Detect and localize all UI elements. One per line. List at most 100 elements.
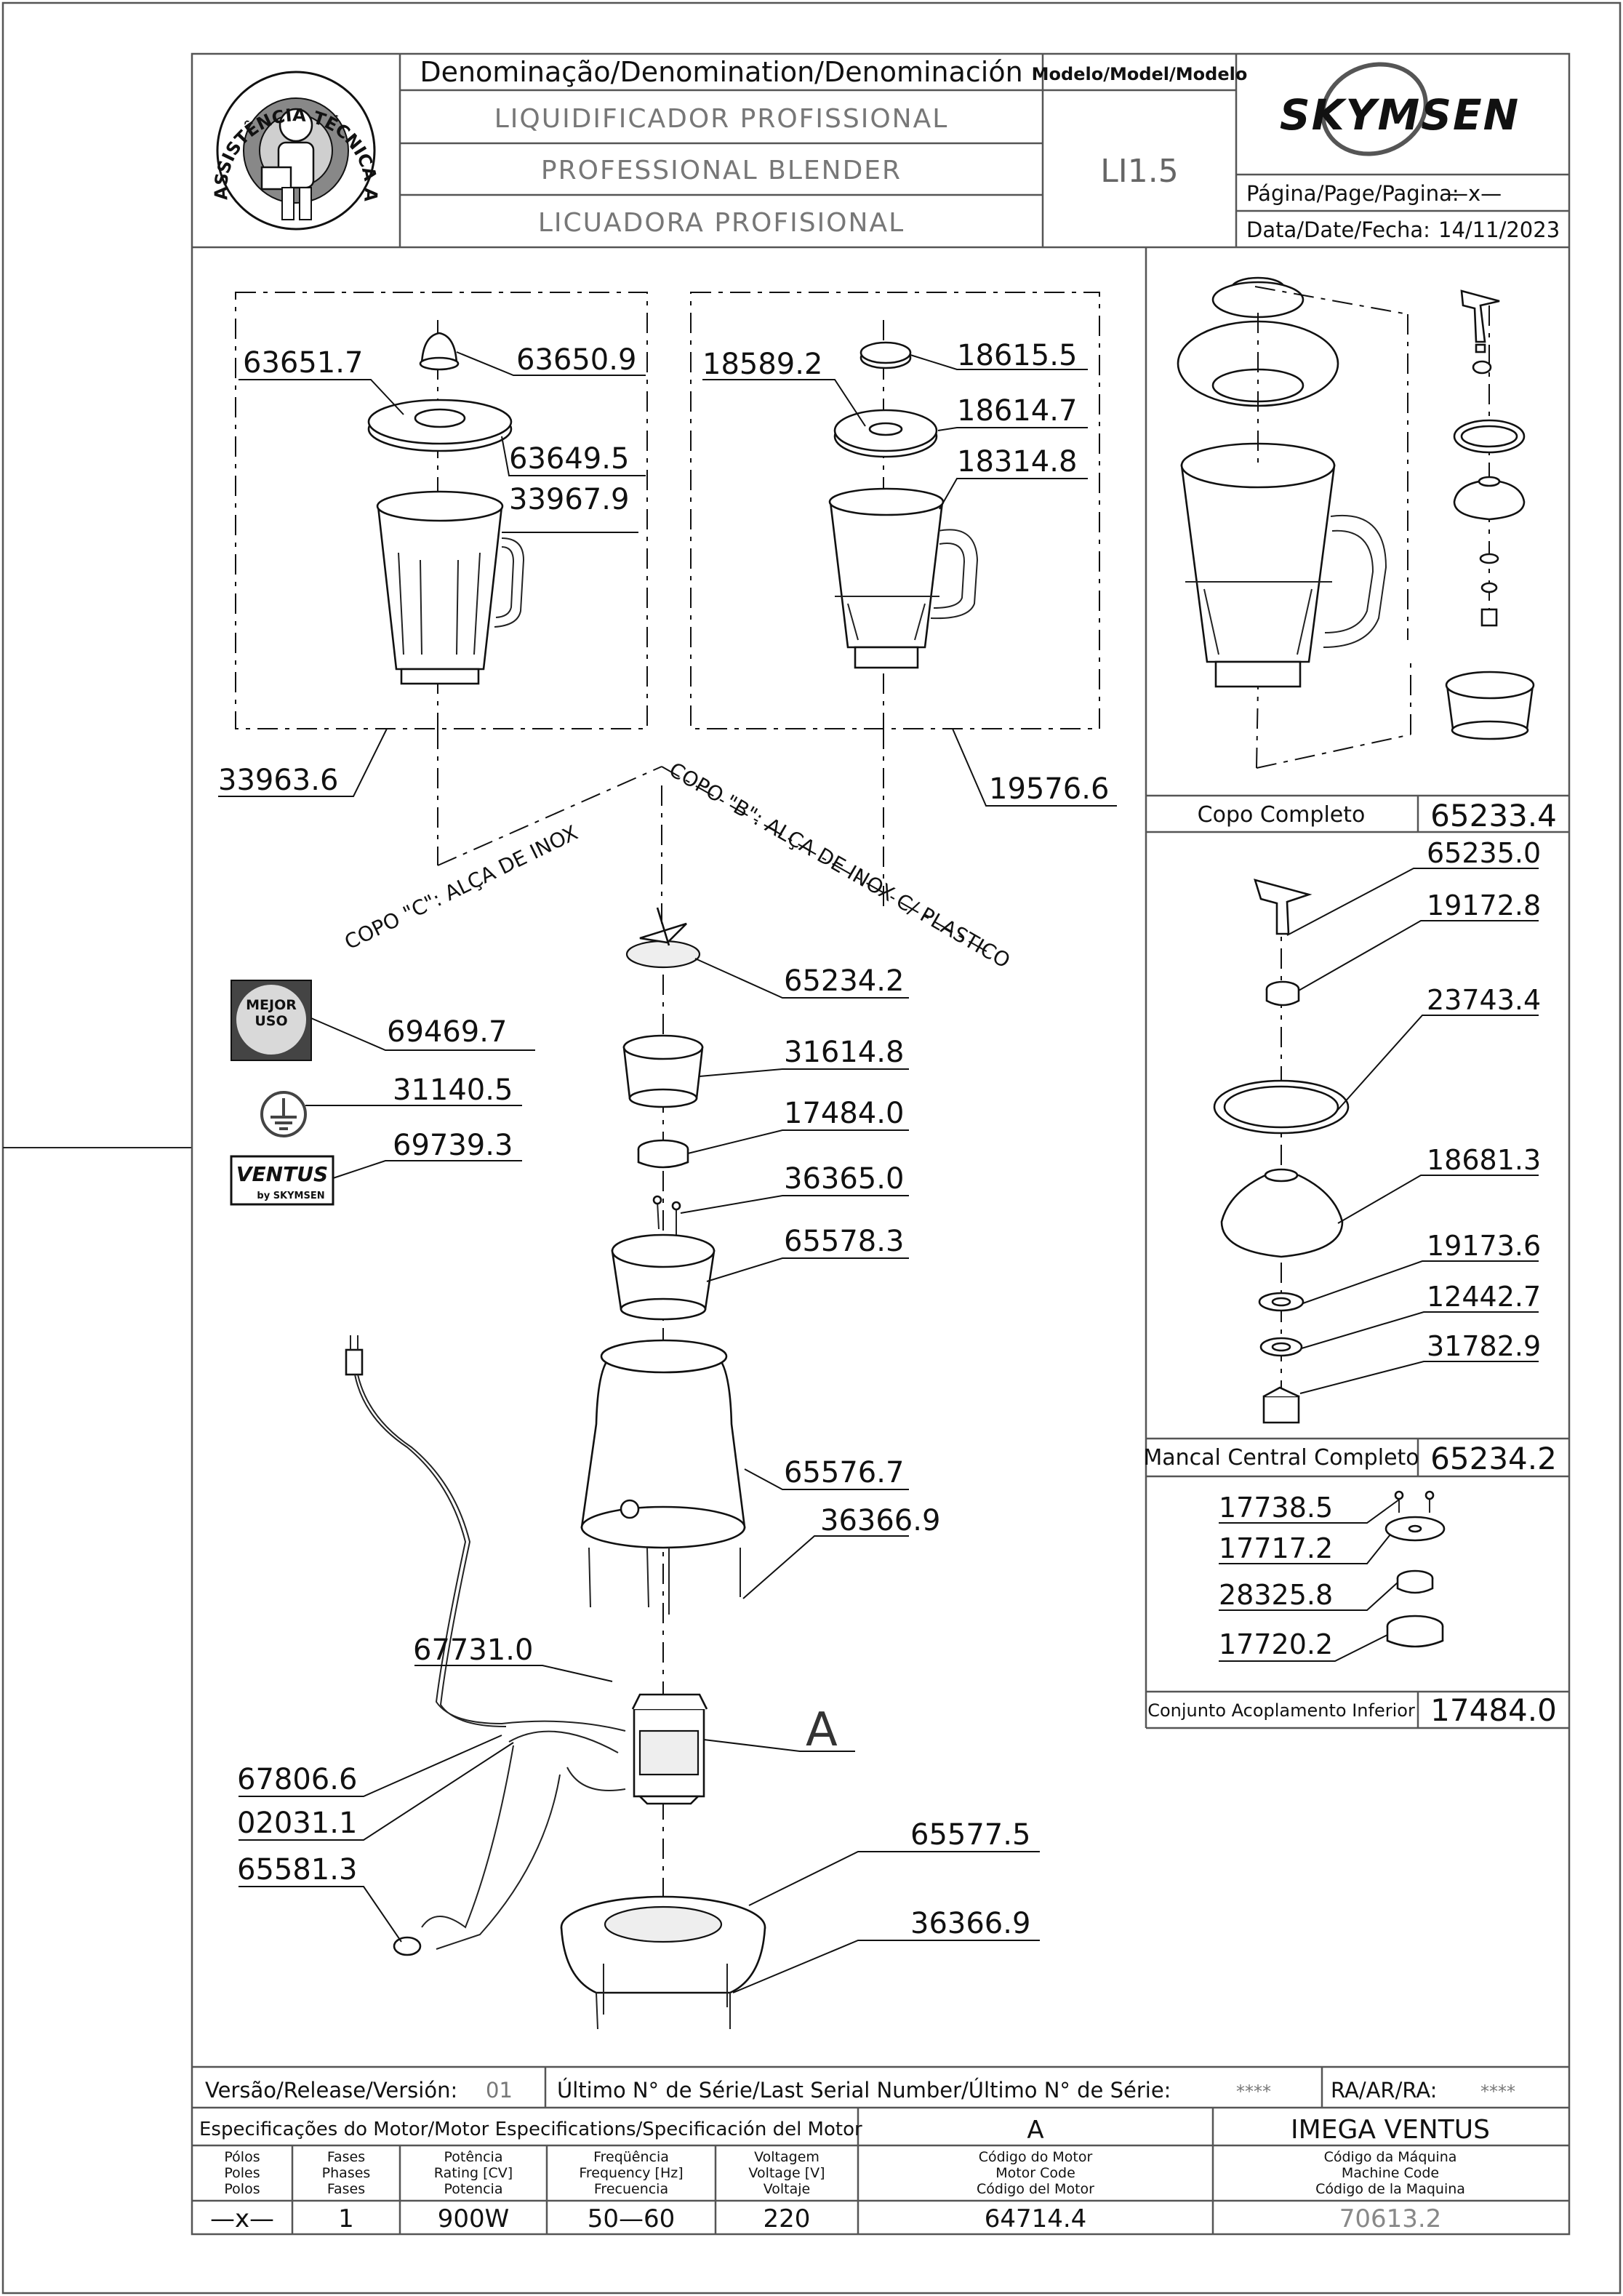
mancal-central-illustration bbox=[1213, 868, 1539, 1424]
part-67806-6: 67806.6 bbox=[237, 1763, 357, 1796]
part-17717-2: 17717.2 bbox=[1219, 1532, 1333, 1564]
part-36366-9-top: 36366.9 bbox=[820, 1504, 940, 1537]
acoplamento-inferior-illustration bbox=[1219, 1490, 1446, 1662]
copo-c-label: COPO "C": ALÇA DE INOX bbox=[341, 820, 582, 954]
part-23743-4: 23743.4 bbox=[1427, 984, 1541, 1016]
part-63651-7: 63651.7 bbox=[243, 346, 363, 380]
drawing-frame bbox=[191, 52, 1571, 2236]
val-motor-code: 64714.4 bbox=[985, 2204, 1087, 2233]
svg-text:Voltagem: Voltagem bbox=[754, 2149, 819, 2165]
ground-symbol-sticker bbox=[260, 1091, 522, 1137]
skymsen-logo: SKYMSEN bbox=[1280, 62, 1520, 156]
svg-text:Poles: Poles bbox=[224, 2165, 260, 2181]
model-title: Modelo/Model/Modelo bbox=[1032, 64, 1248, 84]
jar-choice-lines bbox=[437, 729, 990, 953]
part-65578-3: 65578.3 bbox=[784, 1225, 904, 1258]
svg-text:Phases: Phases bbox=[322, 2165, 371, 2181]
spec-column-headers: Pólos Poles Polos Fases Phases Fases Pot… bbox=[224, 2149, 1465, 2197]
svg-text:Código del Motor: Código del Motor bbox=[977, 2181, 1094, 2197]
part-28325-8: 28325.8 bbox=[1219, 1579, 1333, 1611]
svg-text:Código do Motor: Código do Motor bbox=[979, 2149, 1093, 2165]
val-voltage: 220 bbox=[764, 2204, 811, 2233]
brand-logo-text: SKYMSEN bbox=[1280, 90, 1520, 140]
val-poles: —x— bbox=[210, 2204, 274, 2233]
part-19173-6: 19173.6 bbox=[1427, 1230, 1541, 1262]
svg-text:Fases: Fases bbox=[327, 2149, 365, 2165]
val-frequency: 50—60 bbox=[588, 2204, 676, 2233]
name-en: PROFESSIONAL BLENDER bbox=[541, 156, 902, 185]
svg-text:Freqüência: Freqüência bbox=[593, 2149, 669, 2165]
part-18589-2: 18589.2 bbox=[702, 348, 822, 381]
part-18614-7: 18614.7 bbox=[957, 394, 1077, 428]
part-12442-7: 12442.7 bbox=[1427, 1281, 1541, 1313]
part-33967-9: 33967.9 bbox=[509, 483, 629, 516]
part-17484-0: 17484.0 bbox=[784, 1097, 904, 1130]
title-block: ASSISTÊNCIA TÉCNICA AUTORIZADA Denominaç… bbox=[0, 0, 1569, 249]
page-label: Página/Page/Pagina: bbox=[1246, 181, 1459, 206]
svg-text:Frequency [Hz]: Frequency [Hz] bbox=[579, 2165, 683, 2181]
part-33963-6: 33963.6 bbox=[218, 764, 338, 797]
acoplamento-label: Conjunto Acoplamento Inferior bbox=[1147, 1700, 1415, 1721]
mejor-uso-line2: USO bbox=[255, 1013, 287, 1029]
val-machine-code: 70613.2 bbox=[1339, 2204, 1442, 2233]
part-19576-6: 19576.6 bbox=[989, 772, 1109, 806]
svg-text:Potência: Potência bbox=[444, 2149, 503, 2165]
serial-value: **** bbox=[1236, 2081, 1271, 2102]
machine-name: IMEGA VENTUS bbox=[1291, 2115, 1490, 2145]
name-es: LICUADORA PROFISIONAL bbox=[538, 208, 905, 238]
svg-text:Fases: Fases bbox=[327, 2181, 365, 2197]
part-02031-1: 02031.1 bbox=[237, 1807, 357, 1840]
part-65576-7: 65576.7 bbox=[784, 1456, 904, 1489]
model-value: LI1.5 bbox=[1100, 153, 1178, 190]
copo-completo-code: 65233.4 bbox=[1430, 798, 1557, 833]
page-value: —x— bbox=[1447, 181, 1502, 206]
jar-b-assembly bbox=[690, 292, 1117, 807]
part-36366-9-bottom: 36366.9 bbox=[910, 1907, 1030, 1940]
side-panels-frame bbox=[1145, 247, 1569, 1729]
part-67731-0: 67731.0 bbox=[413, 1633, 533, 1667]
part-65581-3: 65581.3 bbox=[237, 1853, 357, 1887]
ventus-logo: VENTUS bbox=[236, 1162, 328, 1186]
svg-text:Código de la Maquina: Código de la Maquina bbox=[1315, 2181, 1465, 2197]
svg-text:Voltage [V]: Voltage [V] bbox=[748, 2165, 825, 2181]
assistencia-tecnica-seal: ASSISTÊNCIA TÉCNICA AUTORIZADA bbox=[0, 0, 381, 231]
svg-text:Voltaje: Voltaje bbox=[764, 2181, 811, 2197]
part-31782-9: 31782.9 bbox=[1427, 1330, 1541, 1362]
svg-text:Machine Code: Machine Code bbox=[1342, 2165, 1439, 2181]
copo-completo-label: Copo Completo bbox=[1198, 802, 1366, 828]
svg-text:Potencia: Potencia bbox=[444, 2181, 503, 2197]
ventus-sticker: VENTUS by SKYMSEN bbox=[230, 1155, 522, 1206]
mejor-uso-sticker: MEJOR USO bbox=[231, 980, 535, 1061]
ra-value: **** bbox=[1480, 2081, 1515, 2102]
part-17738-5: 17738.5 bbox=[1219, 1492, 1333, 1524]
val-power: 900W bbox=[438, 2204, 510, 2233]
part-18314-8: 18314.8 bbox=[957, 445, 1077, 479]
date-value: 14/11/2023 bbox=[1438, 217, 1560, 242]
mancal-label: Mancal Central Completo bbox=[1143, 1445, 1419, 1471]
motor-code-letter: A bbox=[1027, 2116, 1043, 2145]
center-exploded-stack bbox=[560, 907, 1040, 2030]
part-18615-5: 18615.5 bbox=[957, 339, 1077, 372]
part-31614-8: 31614.8 bbox=[784, 1036, 904, 1069]
mejor-uso-line1: MEJOR bbox=[246, 997, 297, 1013]
serial-label: Último N° de Série/Last Serial Number/Úl… bbox=[557, 2078, 1171, 2103]
svg-text:Rating [CV]: Rating [CV] bbox=[434, 2165, 513, 2181]
ra-label: RA/AR/RA: bbox=[1331, 2078, 1437, 2103]
version-value: 01 bbox=[486, 2078, 513, 2103]
footer-table bbox=[192, 2065, 1569, 2234]
copo-completo-illustration bbox=[1177, 276, 1535, 769]
part-18681-3: 18681.3 bbox=[1427, 1144, 1541, 1176]
svg-text:Código da Máquina: Código da Máquina bbox=[1324, 2149, 1457, 2165]
version-label: Versão/Release/Versión: bbox=[205, 2078, 457, 2103]
acoplamento-code: 17484.0 bbox=[1430, 1692, 1557, 1728]
denomination-title: Denominação/Denomination/Denominación bbox=[420, 56, 1022, 88]
part-69469-7: 69469.7 bbox=[387, 1015, 507, 1049]
mancal-code: 65234.2 bbox=[1430, 1441, 1557, 1476]
part-63650-9: 63650.9 bbox=[516, 343, 636, 377]
motor-spec-title: Especificações do Motor/Motor Especifica… bbox=[199, 2119, 862, 2140]
part-65234-2: 65234.2 bbox=[784, 964, 904, 998]
part-31140-5: 31140.5 bbox=[393, 1073, 513, 1107]
power-cord bbox=[239, 1335, 626, 1956]
svg-text:Polos: Polos bbox=[224, 2181, 260, 2197]
